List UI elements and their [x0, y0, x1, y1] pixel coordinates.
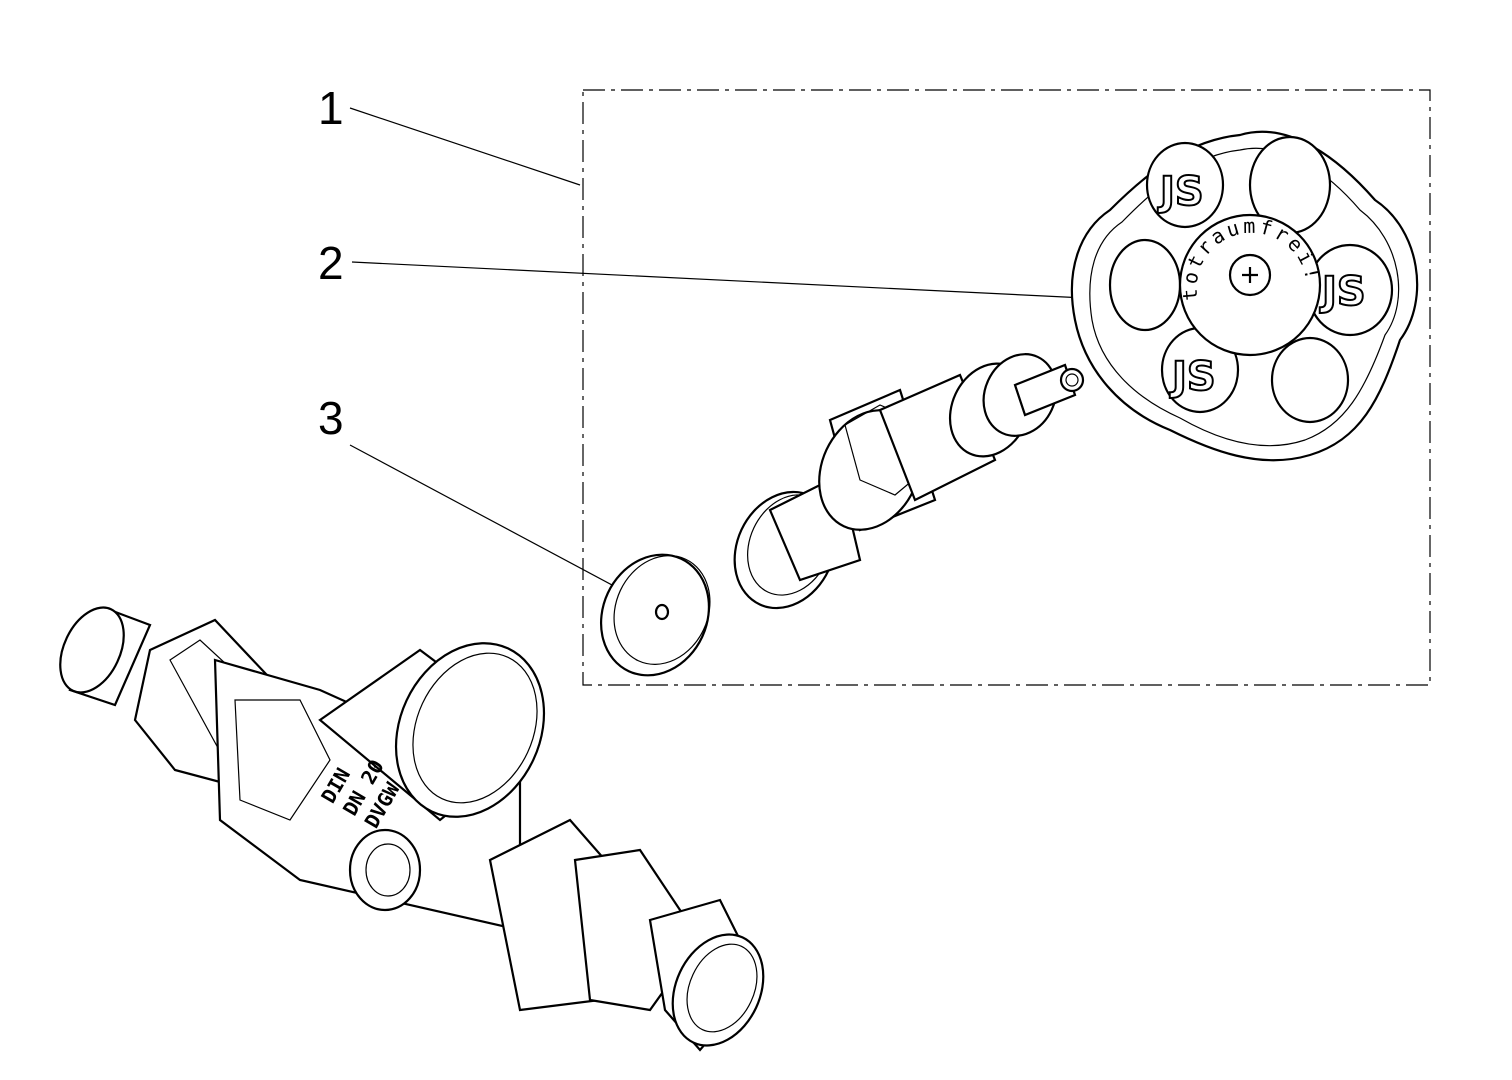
hub-screw	[1228, 253, 1272, 297]
leader-line-3	[349, 444, 641, 601]
callout-3: 3	[318, 392, 344, 444]
handwheel-hub	[1178, 213, 1322, 357]
leader-line-1	[349, 107, 581, 186]
valve-body: DIN DN 20 DVGW	[59, 606, 765, 1052]
callout-1: 1	[318, 82, 344, 134]
handwheel-logo: JS	[1157, 169, 1204, 215]
handwheel-logo: JS	[1319, 269, 1366, 315]
leader-line-2	[351, 261, 1086, 299]
seal-washer	[599, 553, 711, 677]
handwheel-logo: JS	[1169, 354, 1216, 400]
assembly-boundary-box	[582, 89, 1431, 686]
callout-2: 2	[318, 237, 344, 289]
spindle-upper-part	[733, 353, 1085, 610]
handwheel: JS JS JS totraumfrei!	[1070, 130, 1419, 462]
